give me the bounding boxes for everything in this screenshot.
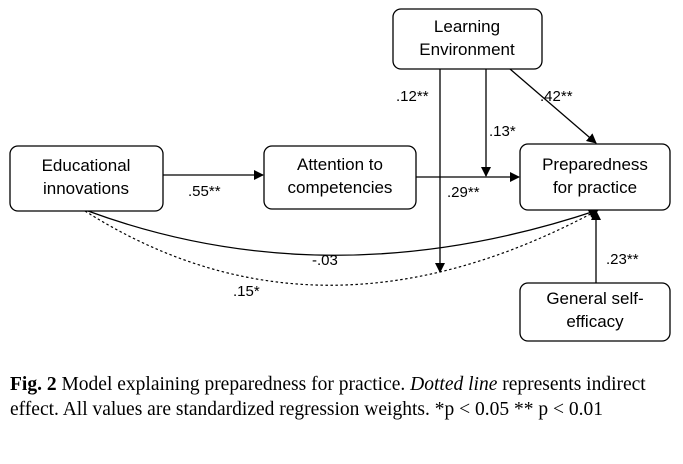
node-learning-environment-line2: Environment: [419, 40, 515, 59]
path-diagram: Learning Environment Educational innovat…: [9, 8, 671, 342]
label-efficacy-to-prep: .23**: [606, 251, 639, 268]
label-learning-moderation-indirect: .12**: [396, 88, 429, 105]
node-educational-innovations-line2: innovations: [43, 179, 129, 198]
label-attention-to-prep: .29**: [447, 184, 480, 201]
label-learning-moderation-attention: .13*: [489, 123, 516, 140]
caption-text-part1: Model explaining preparedness for practi…: [56, 374, 411, 395]
edge-edu-to-prep-direct: [87, 208, 599, 256]
node-educational-innovations-line1: Educational: [42, 156, 131, 175]
node-learning-environment-line1: Learning: [434, 17, 500, 36]
label-edu-to-prep-direct: -.03: [312, 252, 338, 269]
caption-notes: *p < 0.05 ** p < 0.01: [434, 399, 603, 420]
node-attention-to-competencies: Attention to competencies: [263, 145, 417, 210]
caption-text-part2: represents indirect effect. All values a…: [10, 374, 646, 420]
node-attention-line2: competencies: [288, 178, 393, 197]
node-learning-environment: Learning Environment: [392, 8, 543, 70]
node-efficacy-line2: efficacy: [566, 312, 624, 331]
node-educational-innovations: Educational innovations: [9, 145, 164, 212]
edge-edu-to-prep-indirect: [84, 209, 599, 286]
node-preparedness-line2: for practice: [553, 178, 637, 197]
node-attention-line1: Attention to: [297, 155, 383, 174]
figure-caption: Fig. 2 Model explaining preparedness for…: [10, 372, 675, 422]
node-efficacy-line1: General self-: [546, 289, 643, 308]
edge-learning-to-prep: [509, 68, 597, 144]
label-edu-to-prep-indirect: .15*: [233, 283, 260, 300]
caption-fig-label: Fig. 2: [10, 374, 57, 395]
node-general-self-efficacy: General self- efficacy: [519, 282, 671, 342]
node-preparedness-line1: Preparedness: [542, 155, 648, 174]
node-preparedness-for-practice: Preparedness for practice: [519, 143, 671, 211]
caption-italic-term: Dotted line: [410, 374, 498, 395]
label-edu-to-attention: .55**: [188, 183, 221, 200]
label-learning-to-prep: .42**: [540, 88, 573, 105]
